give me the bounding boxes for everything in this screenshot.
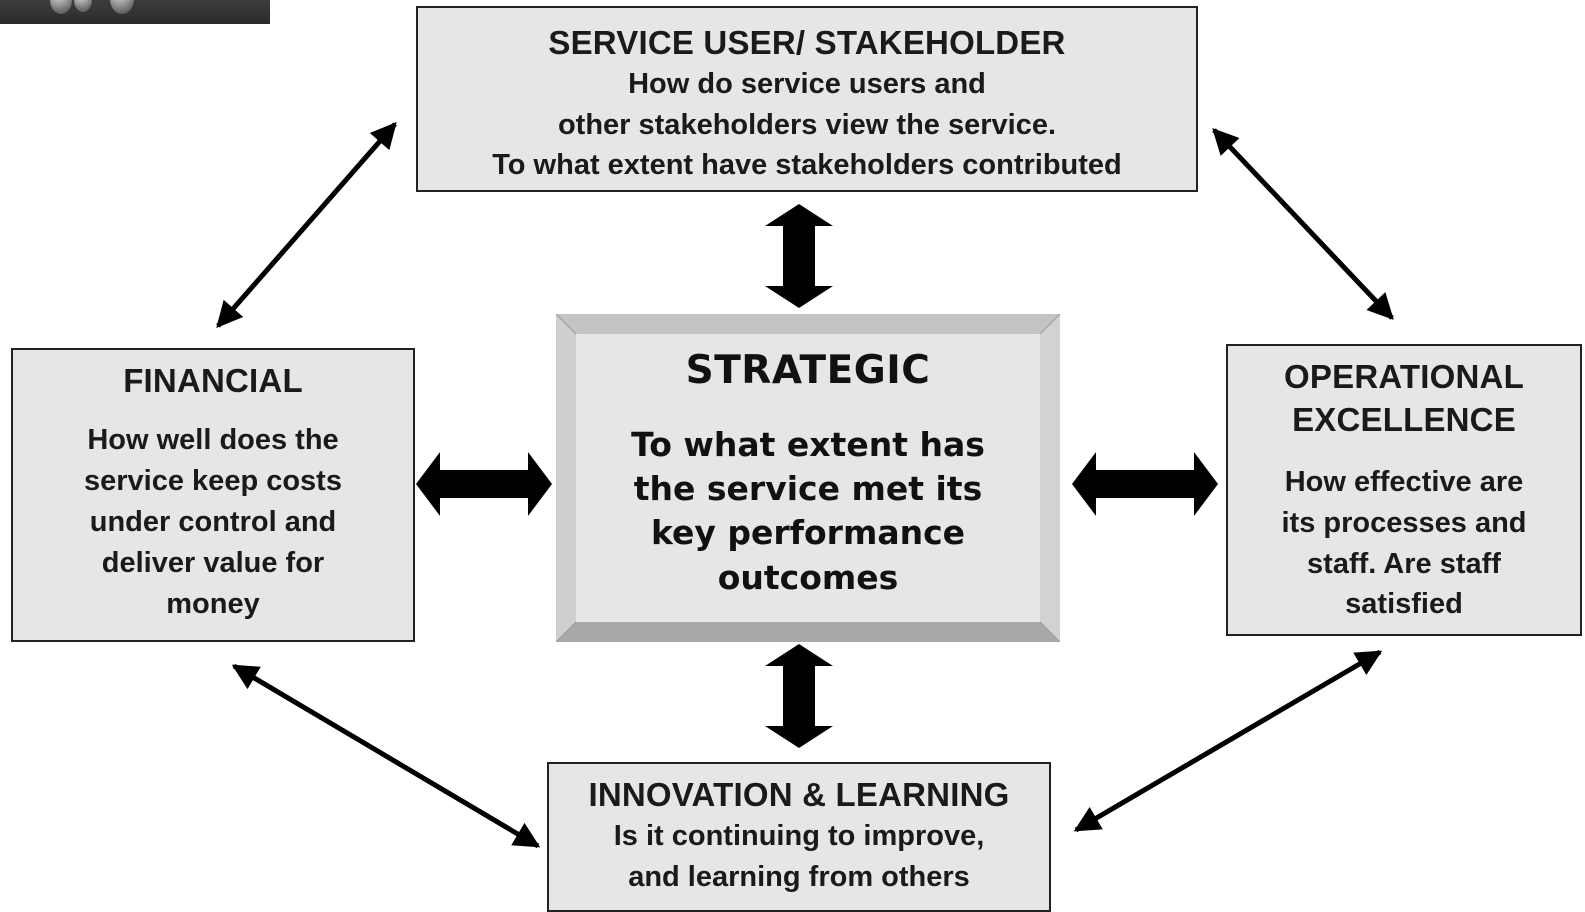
box-text-line: staff. Are staff xyxy=(1307,547,1501,580)
box-text-line: money xyxy=(166,587,260,620)
box-text-line: To what extent have stakeholders contrib… xyxy=(492,149,1122,182)
operational-excellence-box: OPERATIONAL EXCELLENCE How effective are… xyxy=(1226,344,1582,636)
arrow-top-right-diagonal xyxy=(1212,128,1394,320)
box-text-line: How effective are xyxy=(1284,465,1524,498)
box-title: OPERATIONAL xyxy=(1284,358,1524,395)
box-title: STRATEGIC xyxy=(685,348,931,393)
box-text-line: the service met its xyxy=(633,469,983,509)
strategic-bevel-frame xyxy=(556,314,1060,642)
box-text-line: outcomes xyxy=(717,557,899,597)
box-title: EXCELLENCE xyxy=(1292,400,1516,438)
box-text-line: How well does the xyxy=(87,424,339,457)
box-title: FINANCIAL xyxy=(123,362,303,399)
arrow-top-left-diagonal xyxy=(216,122,397,328)
service-user-stakeholder-box: SERVICE USER/ STAKEHOLDER How do service… xyxy=(416,6,1198,192)
arrow-center-right-horizontal xyxy=(1072,452,1218,516)
arrow-center-bottom-vertical xyxy=(765,644,833,748)
box-text-line: key performance xyxy=(650,513,966,553)
box-text: How well does the service keep costs und… xyxy=(13,420,413,624)
cropped-photo xyxy=(0,0,270,24)
box-text-line: under control and xyxy=(89,505,337,538)
box-title: INNOVATION & LEARNING xyxy=(588,776,1010,813)
box-text-line: Is it continuing to improve, xyxy=(613,820,985,853)
arrow-center-top-vertical xyxy=(765,204,833,308)
box-text-line: To what extent has xyxy=(631,425,985,464)
box-title: SERVICE USER/ STAKEHOLDER xyxy=(548,24,1066,61)
box-text-line: its processes and xyxy=(1281,506,1527,539)
box-text: How effective are its processes and staf… xyxy=(1228,462,1580,626)
box-text-line: deliver value for xyxy=(101,546,325,579)
box-text-line: other stakeholders view the service. xyxy=(557,108,1057,141)
box-text-line: service keep costs xyxy=(84,465,342,498)
arrow-bottom-left-diagonal xyxy=(231,663,541,849)
arrow-center-left-horizontal xyxy=(416,452,552,516)
financial-box: FINANCIAL How well does the service keep… xyxy=(11,348,415,642)
strategic-box: STRATEGIC To what extent has the service… xyxy=(578,334,1038,624)
box-text-line: satisfied xyxy=(1345,588,1463,621)
box-text-line: and learning from others xyxy=(628,860,970,893)
innovation-learning-box: INNOVATION & LEARNING Is it continuing t… xyxy=(547,762,1051,912)
box-text-line: How do service users and xyxy=(628,68,986,101)
arrow-bottom-right-diagonal xyxy=(1073,649,1383,833)
box-text: To what extent has the service met its k… xyxy=(578,423,1038,600)
